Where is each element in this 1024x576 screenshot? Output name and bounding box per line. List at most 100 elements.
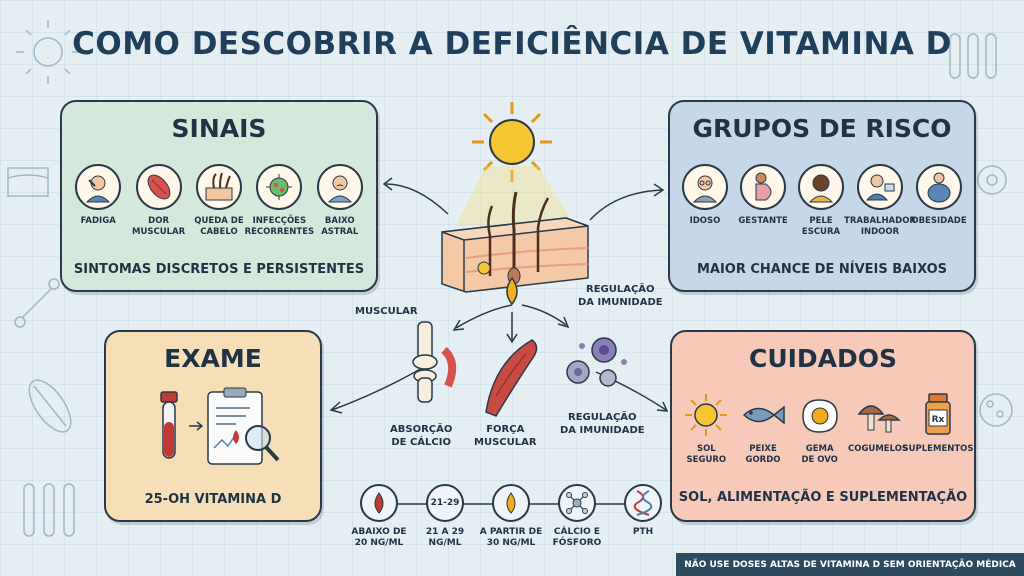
sinais-panel: SINAIS FADIGA DOR MUSCULAR bbox=[60, 100, 378, 292]
risco-label: PELE ESCURA bbox=[801, 216, 841, 237]
office-worker-icon bbox=[865, 174, 895, 201]
muscle-strength-icon bbox=[485, 339, 538, 417]
muscular-label: MUSCULAR bbox=[355, 306, 418, 317]
tired-person-icon bbox=[86, 175, 111, 203]
cuidados-item-sol: SOL SEGURO bbox=[678, 392, 735, 465]
cuidados-title: CUIDADOS bbox=[748, 344, 898, 373]
flow-arrows bbox=[329, 177, 668, 414]
reference-item-21-29: 21-29 21 A 29 NG/ML bbox=[413, 484, 477, 550]
sinais-item-dor-muscular: DOR MUSCULAR bbox=[129, 164, 189, 237]
cuidados-label: GEMA DE OVO bbox=[801, 444, 838, 465]
regulacao-top-label: REGULAÇÃO DA IMUNIDADE bbox=[578, 284, 663, 308]
sinais-item-infeccoes: INFECÇÕES RECORRENTES bbox=[245, 164, 314, 237]
bg-test-tubes-icon bbox=[23, 33, 997, 537]
lab-report-clipboard-icon bbox=[207, 387, 280, 465]
exame-caption: 25-OH VITAMINA D bbox=[144, 492, 282, 507]
bg-cell-icon bbox=[977, 165, 1013, 427]
central-illustration bbox=[329, 102, 668, 417]
pregnant-icon bbox=[755, 172, 772, 201]
sinais-label: QUEDA DE CABELO bbox=[194, 216, 244, 237]
reference-label: CÁLCIO E FÓSFORO bbox=[552, 527, 602, 549]
absorcao-calcio-label: ABSORÇÃO DE CÁLCIO bbox=[390, 424, 453, 448]
obesity-icon bbox=[927, 172, 951, 203]
elderly-icon bbox=[692, 175, 718, 203]
bg-sun-icon bbox=[16, 20, 80, 84]
muscle-icon bbox=[147, 174, 170, 200]
immune-cells-icon bbox=[566, 337, 627, 387]
cuidados-label: PEIXE GORDO bbox=[745, 444, 781, 465]
reference-item-calcio-fosforo: CÁLCIO E FÓSFORO bbox=[545, 484, 609, 550]
sinais-label: FADIGA bbox=[80, 216, 116, 226]
sinais-item-queda-cabelo: QUEDA DE CABELO bbox=[189, 164, 249, 237]
sinais-label: INFECÇÕES RECORRENTES bbox=[244, 216, 315, 237]
cuidados-label: SOL SEGURO bbox=[686, 444, 727, 465]
cuidados-label: COGUMELOS bbox=[847, 444, 909, 454]
arrow-right-icon bbox=[189, 421, 204, 431]
risco-title: GRUPOS DE RISCO bbox=[692, 114, 952, 143]
sinais-item-fadiga: FADIGA bbox=[68, 164, 128, 237]
cuidados-item-gema: GEMA DE OVO bbox=[791, 392, 848, 465]
central-sun-icon bbox=[472, 102, 552, 182]
fish-icon bbox=[742, 405, 785, 425]
risco-item-pele-escura: PELE ESCURA bbox=[792, 164, 850, 237]
hair-follicle-icon bbox=[205, 172, 233, 201]
knee-bone-icon bbox=[412, 321, 457, 403]
molecule-icon bbox=[566, 492, 588, 514]
page-title: COMO DESCOBRIR A DEFICIÊNCIA DE VITAMINA… bbox=[72, 26, 952, 62]
reference-label: A PARTIR DE 30 NG/ML bbox=[479, 527, 543, 549]
cuidados-icon-row: SOL SEGURO PEIXE GORDO GEMA DE OVO bbox=[672, 392, 974, 465]
forca-muscular-label: FORÇA MUSCULAR bbox=[474, 424, 537, 448]
risco-label: IDOSO bbox=[689, 216, 721, 226]
bg-muscle-icon bbox=[28, 379, 72, 433]
range-badge: 21-29 bbox=[426, 484, 464, 522]
cuidados-item-peixe: PEIXE GORDO bbox=[735, 392, 792, 465]
exame-panel: EXAME 25-OH VITAMINA D bbox=[104, 330, 322, 522]
sad-person-icon bbox=[327, 175, 352, 203]
dark-skin-person-icon bbox=[808, 174, 834, 203]
dna-icon bbox=[633, 490, 653, 516]
blood-test-tube-icon bbox=[160, 391, 178, 459]
cuidados-panel: CUIDADOS SOL SEGURO PEIXE GORDO GEMA DE … bbox=[670, 330, 976, 522]
blood-drop-red-icon bbox=[374, 492, 384, 514]
risco-item-trabalhador: TRABALHADOR INDOOR bbox=[844, 164, 916, 237]
sinais-label: BAIXO ASTRAL bbox=[321, 216, 359, 237]
regulacao-bottom-label: REGULAÇÃO DA IMUNIDADE bbox=[560, 412, 645, 436]
supplement-bottle-icon: Rx bbox=[925, 393, 951, 435]
reference-item-30-plus: A PARTIR DE 30 NG/ML bbox=[479, 484, 543, 550]
risco-item-obesidade: OBESIDADE bbox=[910, 164, 968, 237]
reference-label: 21 A 29 NG/ML bbox=[425, 527, 465, 549]
footer-disclaimer: NÃO USE DOSES ALTAS DE VITAMINA D SEM OR… bbox=[676, 553, 1024, 576]
sinais-title: SINAIS bbox=[171, 114, 267, 143]
cuidados-item-cogumelos: COGUMELOS bbox=[848, 392, 908, 465]
bg-skin-layer-icon bbox=[7, 167, 49, 197]
sinais-caption: SINTOMAS DISCRETOS E PERSISTENTES bbox=[73, 262, 365, 277]
svg-text:Rx: Rx bbox=[932, 415, 945, 425]
drop-yellow-icon bbox=[506, 492, 516, 514]
bg-bone-icon bbox=[14, 278, 60, 328]
reference-item-below-20: ABAIXO DE 20 NG/ML bbox=[347, 484, 411, 550]
skin-cross-section-icon bbox=[441, 191, 589, 293]
cuidados-item-suplementos: Rx SUPLEMENTOS bbox=[903, 392, 974, 465]
risco-label: OBESIDADE bbox=[911, 216, 967, 226]
sinais-icon-row: FADIGA DOR MUSCULAR QUEDA DE CABELO bbox=[62, 164, 376, 237]
risco-item-idoso: IDOSO bbox=[676, 164, 734, 237]
egg-icon bbox=[801, 399, 838, 433]
risco-item-gestante: GESTANTE bbox=[734, 164, 792, 237]
risco-label: TRABALHADOR INDOOR bbox=[844, 216, 916, 237]
vitamin-d-drop-icon bbox=[506, 276, 518, 306]
virus-icon bbox=[266, 174, 293, 200]
cuidados-label: SUPLEMENTOS bbox=[902, 444, 974, 454]
reference-item-pth: PTH bbox=[611, 484, 675, 538]
risco-panel: GRUPOS DE RISCO IDOSO GESTANTE bbox=[668, 100, 976, 292]
cuidados-caption: SOL, ALIMENTAÇÃO E SUPLEMENTAÇÃO bbox=[678, 490, 968, 505]
sun-icon bbox=[685, 394, 728, 436]
risco-label: GESTANTE bbox=[738, 216, 788, 226]
mushroom-icon bbox=[857, 405, 901, 433]
reference-label: ABAIXO DE 20 NG/ML bbox=[351, 527, 407, 549]
exame-title: EXAME bbox=[164, 344, 262, 373]
risco-caption: MAIOR CHANCE DE NÍVEIS BAIXOS bbox=[696, 262, 948, 277]
reference-label: PTH bbox=[632, 527, 654, 537]
sinais-label: DOR MUSCULAR bbox=[131, 216, 186, 237]
risco-icon-row: IDOSO GESTANTE PELE ESCURA bbox=[670, 164, 974, 237]
